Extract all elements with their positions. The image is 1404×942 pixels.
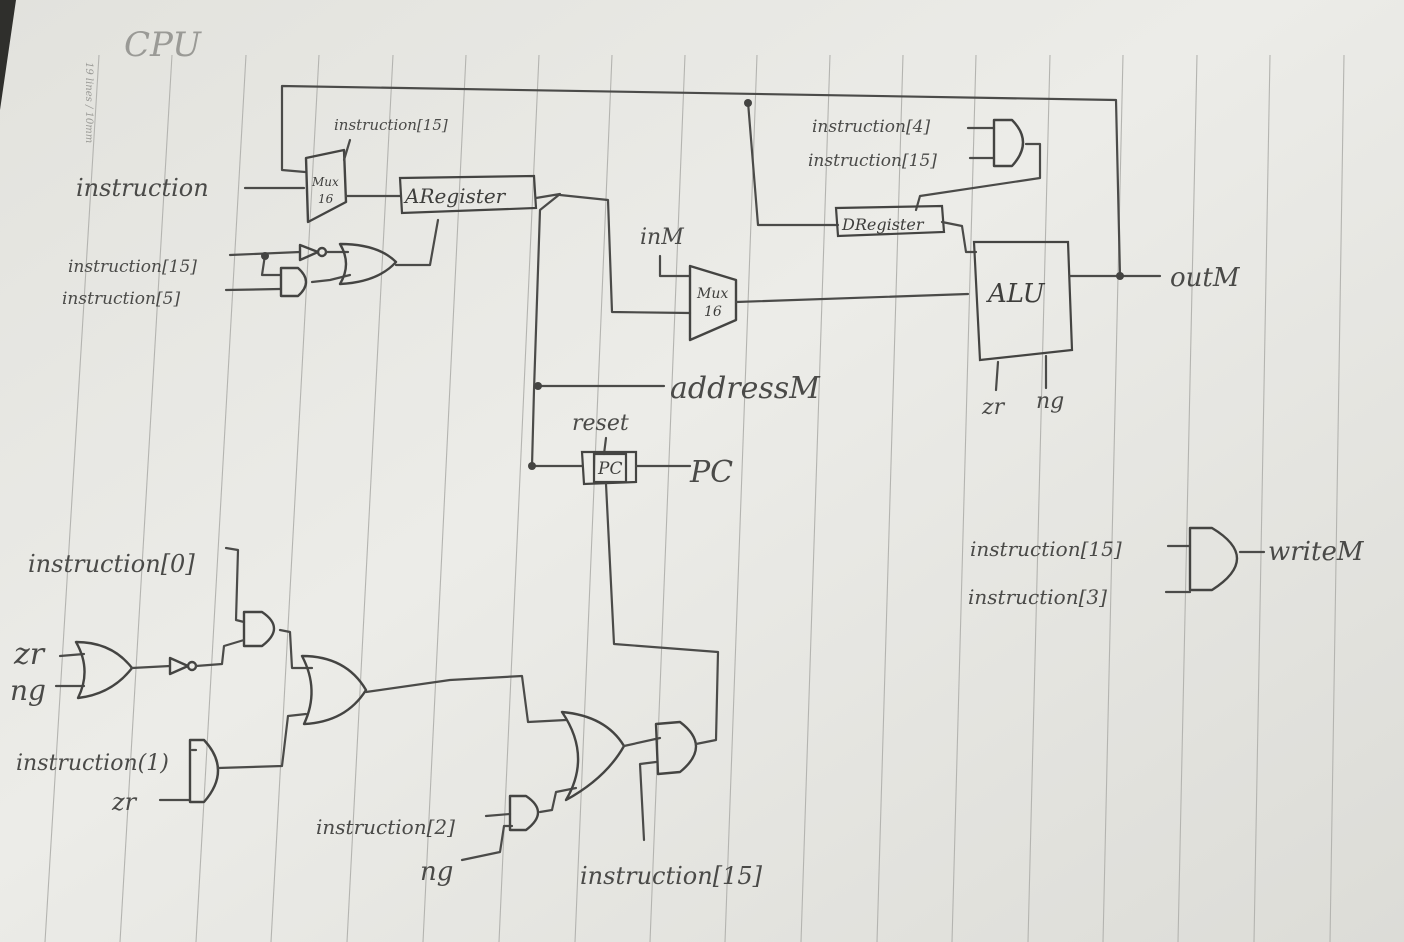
and-gate-j3	[508, 794, 540, 832]
mux-a-select-wire	[342, 138, 352, 162]
zr-2-label: zr	[111, 788, 138, 816]
and-j1-out-wire	[278, 628, 314, 670]
instruction-0-label: instruction[0]	[28, 550, 195, 578]
inm-label: inM	[640, 225, 684, 250]
instruction-15-write-label: instruction[15]	[970, 537, 1122, 561]
instruction-4-label: instruction[4]	[812, 117, 930, 137]
feedback-to-dreg-wire	[746, 100, 840, 227]
instr15-bottom-wire	[638, 760, 658, 842]
d-register	[834, 204, 946, 238]
outm-feedback-wire	[280, 84, 1122, 278]
mux-m	[688, 264, 738, 342]
and-gate-d	[992, 118, 1025, 168]
zr-1-label: zr	[13, 637, 46, 672]
outm-label: outM	[1170, 263, 1241, 293]
ng-2-label: ng	[420, 857, 453, 887]
instr15-to-and-wire	[260, 253, 282, 277]
pc-label: PC	[597, 459, 622, 479]
alu-label: ALU	[986, 279, 1046, 309]
mux-m-label-2: 16	[704, 304, 722, 320]
page-title: CPU	[124, 25, 202, 65]
or-j3-out-wire	[622, 736, 662, 748]
pc-load-wire	[604, 482, 720, 746]
not-to-and-wire	[194, 638, 246, 668]
dreg-to-alu-wire	[940, 220, 978, 254]
instruction-15-top-label: instruction[15]	[334, 116, 448, 134]
pc-inner-box	[592, 452, 628, 484]
mux-m-to-alu-wire	[734, 292, 970, 304]
mux-a-label-1: Mux	[311, 175, 339, 189]
instruction-3-label: instruction[3]	[968, 585, 1107, 609]
inm-wire	[658, 254, 692, 278]
junction-dot	[744, 99, 752, 107]
not-gate-j1	[168, 656, 190, 676]
addressm-label: addressM	[670, 371, 821, 406]
mux-a	[304, 148, 348, 224]
writem-label: writeM	[1268, 537, 1365, 567]
d-register-label: DRegister	[841, 215, 925, 234]
a-register	[398, 174, 538, 215]
pc-box	[580, 450, 638, 486]
and-j2-out-wire	[216, 712, 308, 770]
junction-dot	[528, 462, 536, 470]
instruction-15-d-label: instruction[15]	[808, 151, 937, 171]
not-gate-a	[298, 243, 320, 262]
alu-zr-label: zr	[981, 395, 1006, 420]
junction-dot	[261, 252, 269, 260]
mux-a-label-2: 16	[318, 192, 334, 206]
or-gate-j2	[300, 654, 368, 726]
and-gate-write	[1188, 526, 1239, 592]
instruction-15-bottom-label: instruction[15]	[580, 862, 763, 890]
or-to-not-wire	[130, 664, 172, 670]
ng2-wire	[460, 824, 514, 862]
and-gate-a	[279, 266, 308, 298]
alu-zr-wire	[994, 360, 1000, 392]
instruction-label: instruction	[76, 174, 209, 202]
areg-load-wire	[394, 218, 440, 267]
pc-out-label: PC	[689, 455, 733, 490]
or-gate-j1	[74, 640, 134, 700]
and-gate-j2	[188, 738, 220, 804]
zr1-wire	[58, 652, 86, 658]
ng-1-label: ng	[10, 674, 46, 707]
ruling-lines	[44, 54, 1345, 942]
instruction-2-label: instruction[2]	[316, 815, 455, 839]
or-gate-a	[338, 242, 398, 286]
alu-ng-label: ng	[1036, 389, 1064, 414]
or-j2-out-wire	[364, 674, 568, 724]
instr0-wire	[224, 546, 246, 624]
instruction-15-left-label: instruction[15]	[68, 257, 197, 277]
a-register-label: ARegister	[403, 184, 507, 208]
and-j3-out-wire	[538, 786, 578, 814]
mux-m-label-1: Mux	[696, 286, 728, 302]
alu	[972, 240, 1074, 362]
reset-label: reset	[572, 411, 629, 436]
instruction-1-label: instruction(1)	[16, 751, 169, 776]
paper-edge-shadow	[0, 0, 16, 110]
dreg-load-wire	[914, 142, 1042, 212]
instruction-5-label: instruction[5]	[62, 289, 180, 309]
or-gate-j3	[560, 710, 626, 802]
and-gate-j1	[242, 610, 276, 648]
instr5-to-and-wire	[224, 287, 282, 292]
instr2-wire	[484, 812, 512, 818]
junction-dot	[1116, 272, 1124, 280]
ruling-note: 19 lines / 10mm	[83, 62, 94, 143]
and-gate-j4	[654, 720, 698, 776]
areg-to-mux-m-wire	[558, 193, 692, 315]
junction-dot	[534, 382, 542, 390]
areg-out-wire	[530, 192, 562, 468]
